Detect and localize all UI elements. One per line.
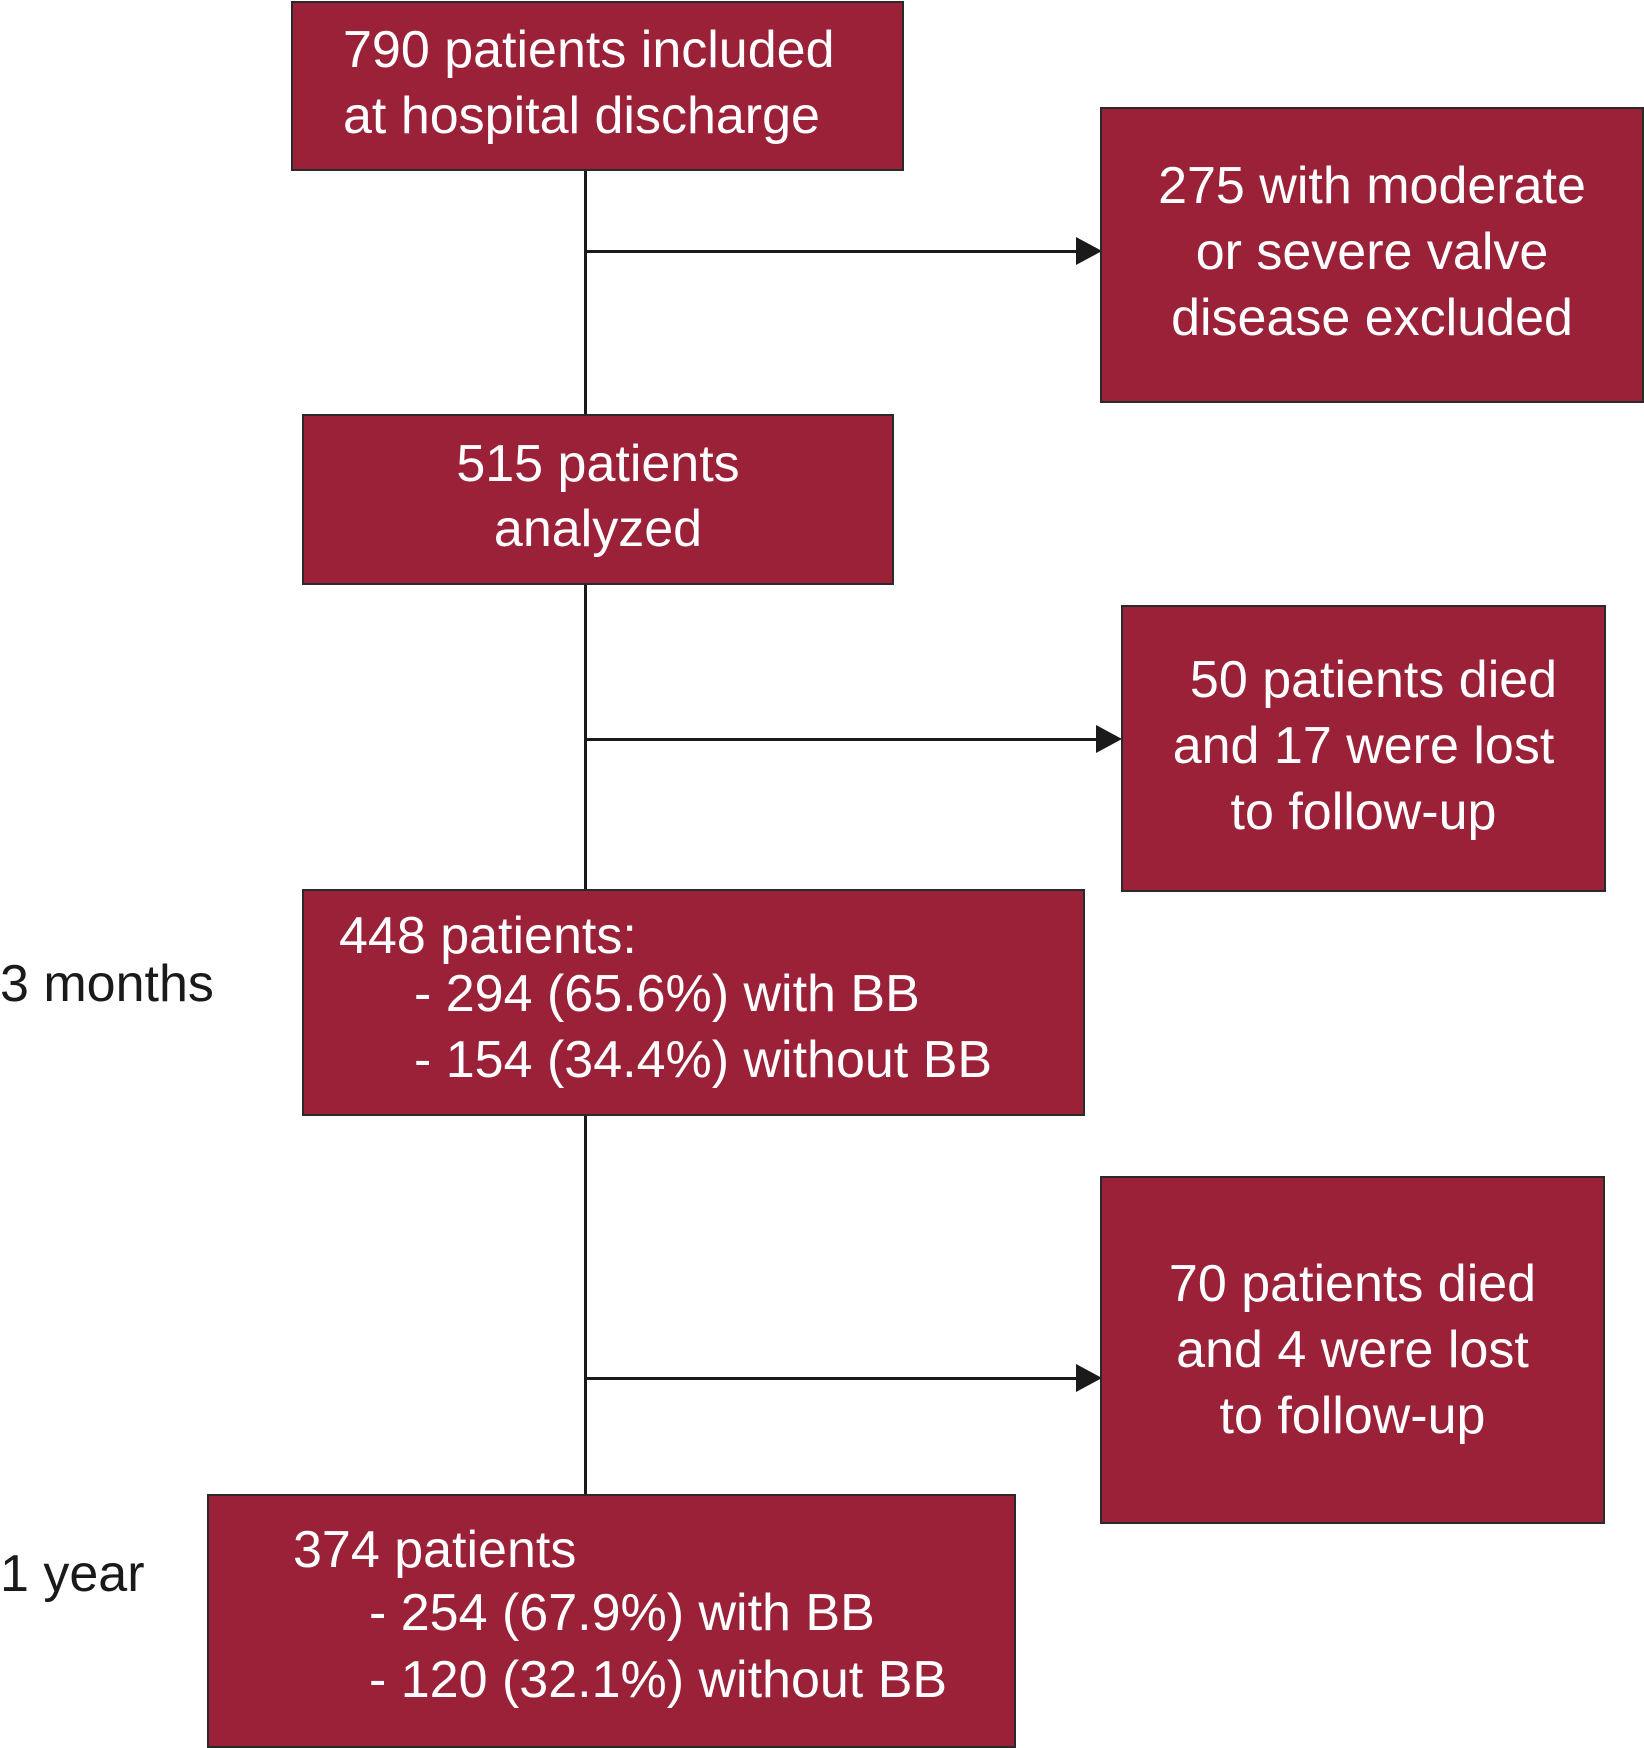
connector-main-2 xyxy=(584,584,587,891)
three-months-line-1: 448 patients: xyxy=(339,907,637,965)
one-year-line-3: - 120 (32.1%) without BB xyxy=(369,1651,948,1709)
loss-1y-box: 70 patients died and 4 were lost to foll… xyxy=(1100,1176,1605,1524)
loss-1y-line-2: and 4 were lost xyxy=(1176,1321,1529,1379)
analyzed-line-2: analyzed xyxy=(493,500,703,558)
excluded-line-1: 275 with moderate xyxy=(1158,157,1586,215)
loss-3m-line-3: to follow-up xyxy=(1230,783,1497,841)
three-months-box: 448 patients: - 294 (65.6%) with BB - 15… xyxy=(302,889,1085,1116)
included-line-2: at hospital discharge xyxy=(343,87,820,145)
label-1-year: 1 year xyxy=(0,1545,145,1603)
arrowhead-excluded xyxy=(1076,237,1102,265)
arrowhead-loss-1y xyxy=(1076,1364,1102,1392)
connector-main-3 xyxy=(584,1115,587,1496)
analyzed-line-1: 515 patients xyxy=(456,435,740,493)
arrowhead-loss-3m xyxy=(1096,725,1122,753)
loss-1y-line-1: 70 patients died xyxy=(1168,1255,1537,1313)
connector-branch-loss-3m xyxy=(584,738,1096,741)
three-months-line-3: - 154 (34.4%) without BB xyxy=(414,1031,993,1089)
excluded-line-2: or severe valve xyxy=(1195,223,1549,281)
loss-1y-line-3: to follow-up xyxy=(1219,1387,1486,1445)
loss-3m-box: 50 patients died and 17 were lost to fol… xyxy=(1121,605,1606,892)
loss-3m-line-2: and 17 were lost xyxy=(1172,717,1555,775)
one-year-box: 374 patients - 254 (67.9%) with BB - 120… xyxy=(207,1494,1016,1748)
one-year-line-2: - 254 (67.9%) with BB xyxy=(369,1584,875,1642)
label-3-months: 3 months xyxy=(0,955,214,1013)
included-line-1: 790 patients included xyxy=(343,21,835,79)
connector-main-1 xyxy=(584,170,587,416)
three-months-line-2: - 294 (65.6%) with BB xyxy=(414,965,920,1023)
excluded-line-3: disease excluded xyxy=(1171,289,1573,347)
excluded-box: 275 with moderate or severe valve diseas… xyxy=(1100,107,1644,403)
connector-branch-excluded xyxy=(584,250,1076,253)
connector-branch-loss-1y xyxy=(584,1377,1076,1380)
included-box: 790 patients included at hospital discha… xyxy=(291,1,904,171)
analyzed-box: 515 patients analyzed xyxy=(302,414,894,585)
loss-3m-line-1: 50 patients died xyxy=(1189,651,1558,709)
one-year-line-1: 374 patients xyxy=(293,1521,577,1579)
